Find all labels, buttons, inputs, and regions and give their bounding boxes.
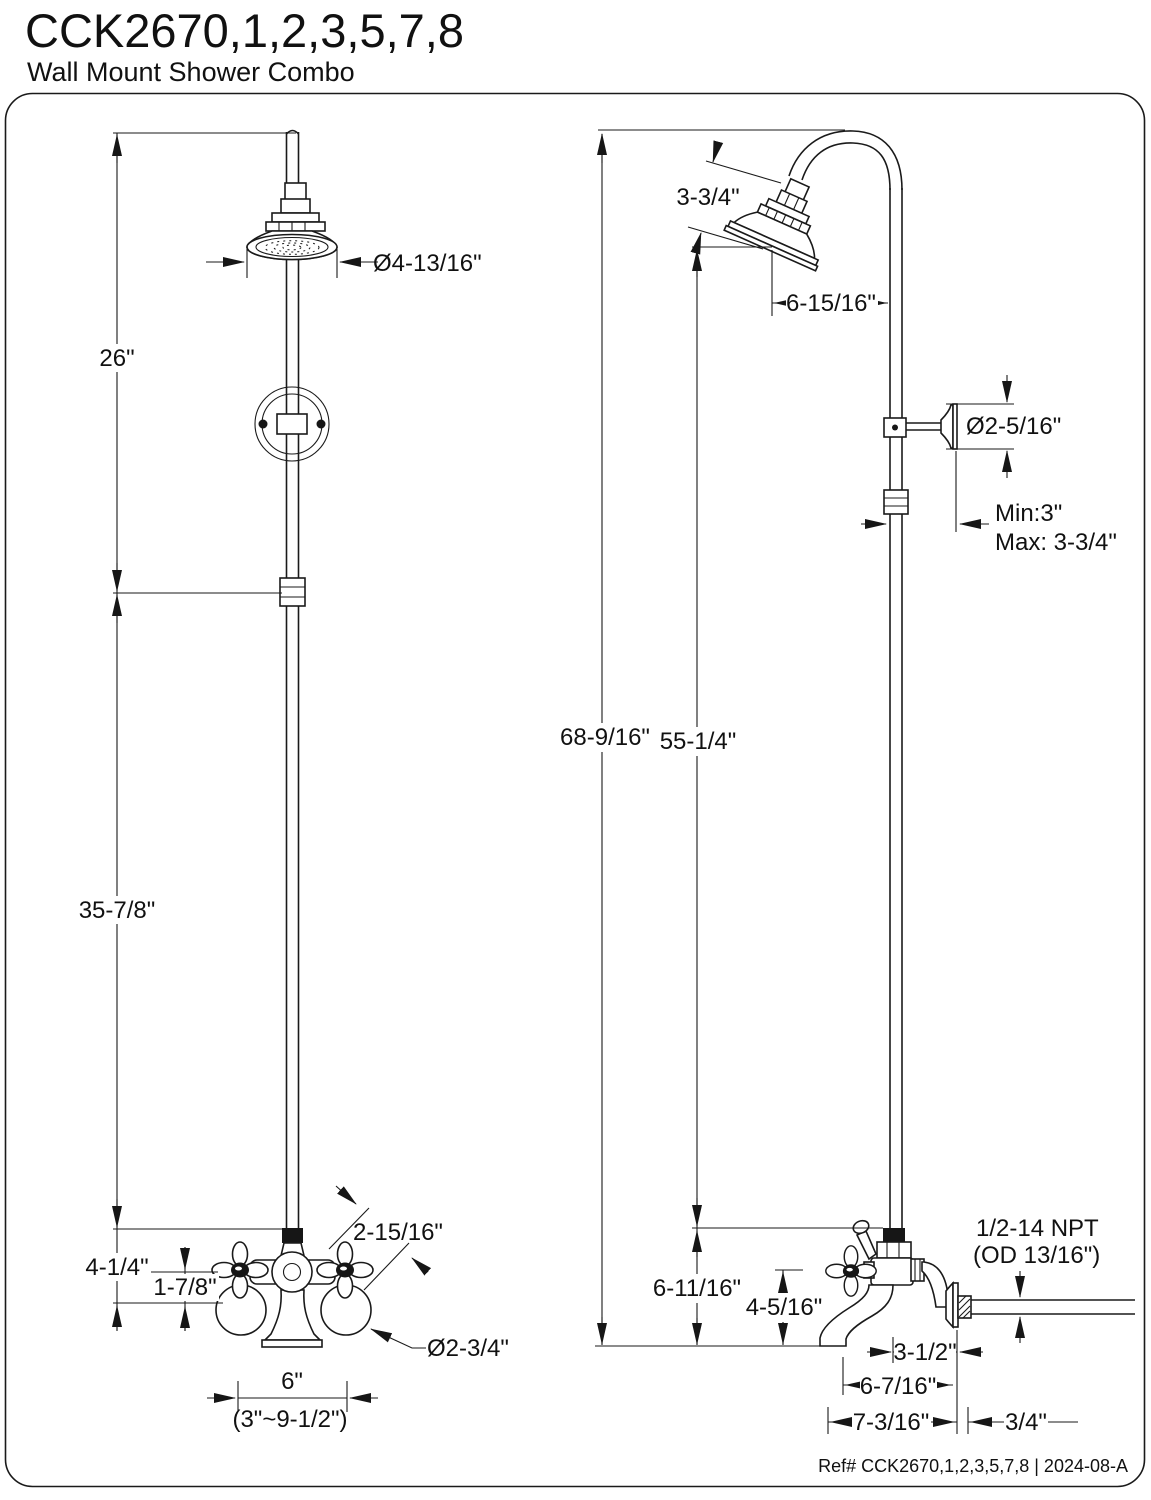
side-dimensions: 68-9/16" 55-1/4" 3-3/4" 6-15/16" Ø2-5/16… bbox=[560, 129, 1117, 1436]
side-faucet bbox=[819, 1219, 1135, 1347]
dim-riser-height: 55-1/4" bbox=[660, 728, 737, 755]
front-handle-right bbox=[316, 1241, 374, 1299]
dim-overall-height: 68-9/16" bbox=[560, 724, 650, 751]
side-pipe-union bbox=[883, 489, 909, 515]
dim-valve-to-wall: 3-1/2" bbox=[893, 1339, 956, 1366]
flange-screw-left bbox=[258, 419, 268, 429]
dim-support-flange-diameter: Ø2-5/16" bbox=[966, 413, 1061, 440]
dim-head-tilt-length: 3-3/4" bbox=[676, 184, 739, 211]
dim-head-reach: 6-15/16" bbox=[786, 290, 876, 317]
side-valve-body bbox=[870, 1257, 914, 1286]
diverter-lever bbox=[855, 1229, 877, 1261]
dim-faucet-centers: 6" bbox=[281, 1368, 303, 1395]
front-shower-head bbox=[246, 182, 338, 261]
page-subtitle: Wall Mount Shower Combo bbox=[27, 57, 355, 87]
support-flange bbox=[940, 404, 954, 449]
dim-upper-riser-height: 26" bbox=[99, 345, 134, 372]
side-riser-pipe bbox=[788, 130, 909, 1228]
dim-spout-overall-reach: 7-3/16" bbox=[853, 1409, 930, 1436]
dim-support-reach-min: Min:3" bbox=[995, 500, 1062, 527]
footer-ref: Ref# CCK2670,1,2,3,5,7,8 | 2024-08-A bbox=[818, 1456, 1128, 1476]
front-faucet bbox=[211, 1228, 374, 1348]
label-connection-type: 1/2-14 NPT bbox=[976, 1215, 1099, 1242]
front-view: 26" 35-7/8" 4-1/4" 1-7/8" Ø4-13/16" 2-15… bbox=[76, 129, 509, 1433]
wall-flange-side bbox=[945, 1281, 954, 1329]
side-riser-nut bbox=[883, 1228, 905, 1242]
dim-faucet-centers-range: (3"~9-1/2") bbox=[232, 1406, 347, 1433]
dim-lower-riser-height: 35-7/8" bbox=[79, 897, 156, 924]
side-wall-support bbox=[883, 403, 958, 450]
front-dimensions: 26" 35-7/8" 4-1/4" 1-7/8" Ø4-13/16" 2-15… bbox=[76, 132, 509, 1433]
dim-handle-to-escutcheon-drop: 1-7/8" bbox=[153, 1274, 216, 1301]
dim-riser-to-handle-drop: 4-1/4" bbox=[85, 1254, 148, 1281]
dim-escutcheon-diameter: Ø2-3/4" bbox=[427, 1335, 509, 1362]
front-pipe-union bbox=[279, 577, 306, 607]
side-spout bbox=[819, 1284, 894, 1347]
dim-valve-body-offset: 2-15/16" bbox=[353, 1219, 443, 1246]
dim-valve-drop: 6-11/16" bbox=[653, 1275, 741, 1302]
front-spout bbox=[263, 1289, 322, 1341]
dim-support-reach-max: Max: 3-3/4" bbox=[995, 529, 1117, 556]
front-spray-face bbox=[246, 233, 338, 261]
side-view: 68-9/16" 55-1/4" 3-3/4" 6-15/16" Ø2-5/16… bbox=[560, 129, 1135, 1436]
front-riser-pipe bbox=[279, 129, 306, 1228]
page-title: CCK2670,1,2,3,5,7,8 bbox=[25, 4, 464, 57]
front-handle-left bbox=[211, 1241, 269, 1299]
side-shower-head bbox=[723, 177, 820, 272]
dim-spout-reach: 6-7/16" bbox=[860, 1373, 937, 1400]
sheet-border bbox=[4, 92, 1146, 1488]
label-connection-od: (OD 13/16") bbox=[973, 1242, 1100, 1269]
front-riser-nut bbox=[282, 1228, 303, 1243]
dim-showerhead-diameter: Ø4-13/16" bbox=[373, 250, 482, 277]
wall-mount-arm bbox=[921, 1261, 949, 1308]
dim-spout-drop: 4-5/16" bbox=[746, 1294, 823, 1321]
flange-screw-right bbox=[316, 419, 326, 429]
front-wall-flange bbox=[254, 386, 330, 462]
dim-nipple-length: 3/4" bbox=[1005, 1409, 1047, 1436]
